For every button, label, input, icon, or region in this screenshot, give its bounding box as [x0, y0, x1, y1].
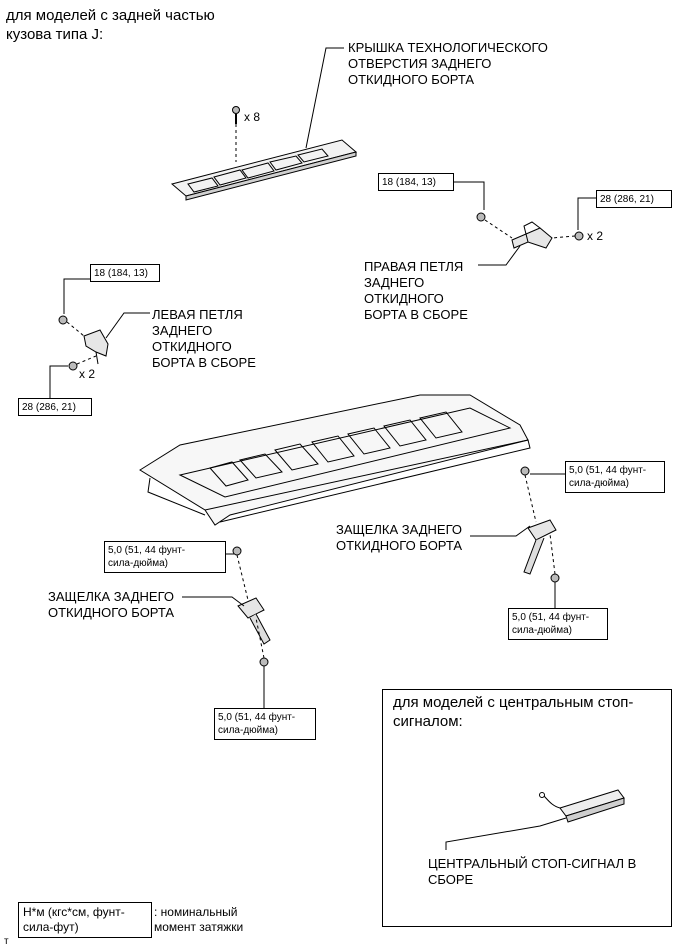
stop-lamp-drawing	[539, 789, 625, 823]
tailgate-panel-drawing	[139, 394, 531, 526]
label-left-latch: ЗАЩЕЛКА ЗАДНЕГО ОТКИДНОГО БОРТА	[48, 589, 175, 620]
corner-mark: т	[4, 936, 9, 947]
torque-right-hinge-top: 18 (184, 13)	[378, 173, 454, 191]
right-latch-drawing	[523, 519, 557, 575]
label-right-latch: ЗАЩЕЛКА ЗАДНЕГО ОТКИДНОГО БОРТА	[336, 522, 463, 553]
torque-right-latch-top: 5,0 (51, 44 фунт- сила-дюйма)	[565, 461, 665, 493]
torque-left-latch-top: 5,0 (51, 44 фунт- сила-дюйма)	[104, 541, 226, 573]
central-stop-lamp-inset	[382, 689, 672, 927]
torque-right-hinge-side: 28 (286, 21)	[596, 190, 672, 208]
service-hole-cover-drawing	[170, 139, 358, 201]
label-right-hinge: ПРАВАЯ ПЕТЛЯ ЗАДНЕГО ОТКИДНОГО БОРТА В С…	[364, 259, 468, 322]
legend-unit-box: Н*м (кгс*см, фунт- сила-фут)	[18, 902, 152, 938]
label-stop-lamp: ЦЕНТРАЛЬНЫЙ СТОП-СИГНАЛ В СБОРЕ	[428, 856, 637, 887]
header-line-1: для моделей с задней частью	[6, 7, 215, 24]
legend-description: : номинальный момент затяжки	[154, 905, 244, 934]
left-latch-drawing	[237, 597, 271, 645]
count-cover-bolts: x 8	[244, 110, 261, 124]
inset-title: для моделей с центральным стоп- сигналом…	[393, 694, 634, 730]
count-right-hinge-bolts: x 2	[587, 229, 604, 243]
right-hinge-drawing	[511, 221, 553, 249]
torque-left-latch-bottom: 5,0 (51, 44 фунт- сила-дюйма)	[214, 708, 316, 740]
count-left-hinge-bolts: x 2	[79, 367, 96, 381]
left-hinge-drawing	[83, 329, 109, 365]
torque-right-latch-bottom: 5,0 (51, 44 фунт- сила-дюйма)	[508, 608, 608, 640]
header-line-2: кузова типа J:	[6, 26, 104, 43]
torque-left-hinge-top: 18 (184, 13)	[90, 264, 160, 282]
torque-left-hinge-bottom: 28 (286, 21)	[18, 398, 92, 416]
label-service-hole-cover: КРЫШКА ТЕХНОЛОГИЧЕСКОГО ОТВЕРСТИЯ ЗАДНЕГ…	[348, 40, 548, 87]
label-left-hinge: ЛЕВАЯ ПЕТЛЯ ЗАДНЕГО ОТКИДНОГО БОРТА В СБ…	[152, 307, 256, 370]
